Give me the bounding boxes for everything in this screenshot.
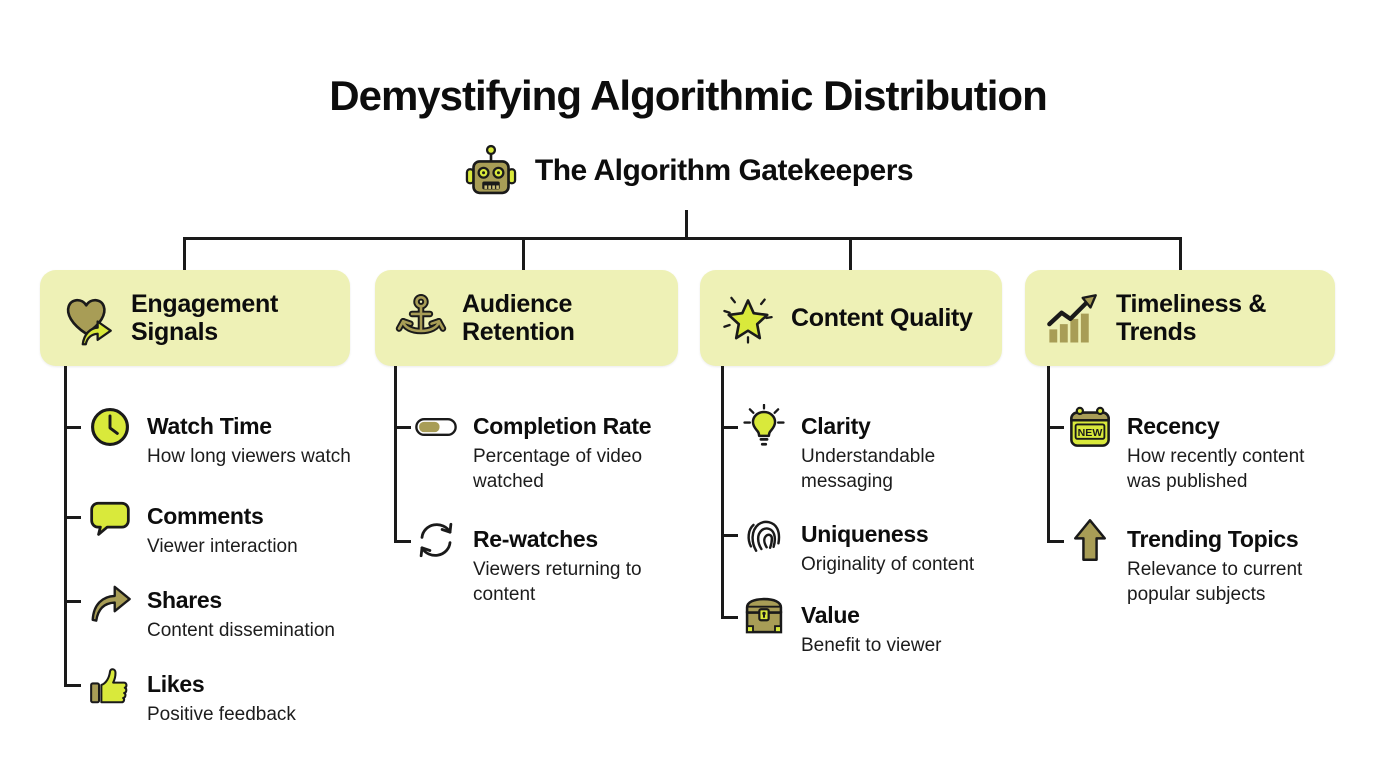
tick-col1-1 [64, 426, 81, 429]
branch-label: Audience Retention [462, 290, 575, 346]
branch-audience-retention: Audience Retention [375, 270, 678, 366]
branch-label: Timeliness & Trends [1116, 290, 1267, 346]
item-trending-topics: Trending Topics Relevance to current pop… [1068, 518, 1339, 608]
stem-col-2 [394, 366, 397, 543]
tick-col2-2 [394, 540, 411, 543]
tick-col1-2 [64, 516, 81, 519]
item-title: Likes [147, 671, 205, 697]
thumbs-up-icon [88, 663, 132, 707]
fingerprint-icon [742, 513, 786, 557]
new-badge-text: NEW [1078, 427, 1103, 439]
share-arrow-icon [88, 579, 132, 623]
branch-content-quality: Content Quality [700, 270, 1002, 366]
page-title: Demystifying Algorithmic Distribution [329, 72, 1047, 120]
tick-col4-2 [1047, 540, 1064, 543]
item-uniqueness: Uniqueness Originality of content [742, 513, 974, 578]
heart-share-icon [60, 290, 116, 346]
star-icon [720, 290, 776, 346]
tick-col4-1 [1047, 426, 1064, 429]
item-description: How long viewers watch [147, 446, 351, 468]
item-title: Re-watches [473, 526, 598, 552]
item-title: Shares [147, 587, 222, 613]
branch-label: Content Quality [791, 304, 973, 332]
trending-chart-icon [1045, 290, 1101, 346]
tick-col3-3 [721, 616, 738, 619]
item-title: Clarity [801, 413, 871, 439]
new-calendar-icon: NEW [1068, 405, 1112, 449]
item-likes: Likes Positive feedback [88, 663, 296, 728]
tick-col2-1 [394, 426, 411, 429]
item-description: Understandable messaging [801, 446, 936, 492]
root-node: The Algorithm Gatekeepers [0, 143, 1376, 199]
item-title: Trending Topics [1127, 526, 1299, 552]
item-description: Content dissemination [147, 620, 335, 642]
up-arrow-icon [1068, 518, 1112, 562]
progress-bar-icon [414, 405, 458, 449]
item-clarity: Clarity Understandable messaging [742, 404, 1006, 495]
anchor-icon [395, 292, 447, 344]
connector-drop-2 [522, 237, 525, 270]
speech-bubble-icon [88, 495, 132, 539]
item-description: Viewers returning to content [473, 559, 642, 605]
item-title: Completion Rate [473, 413, 652, 439]
branch-engagement-signals: Engagement Signals [40, 270, 350, 366]
stem-col-1 [64, 366, 67, 687]
clock-icon [88, 405, 132, 449]
connector-drop-3 [849, 237, 852, 270]
item-shares: Shares Content dissemination [88, 579, 335, 644]
tick-col3-1 [721, 426, 738, 429]
item-title: Comments [147, 503, 264, 529]
item-description: Originality of content [801, 554, 975, 576]
item-description: Positive feedback [147, 704, 296, 726]
connector-drop-1 [183, 237, 186, 270]
tick-col1-4 [64, 684, 81, 687]
item-completion-rate: Completion Rate Percentage of video watc… [414, 405, 668, 495]
branch-label: Engagement Signals [131, 290, 279, 346]
tick-col1-3 [64, 600, 81, 603]
treasure-chest-icon [742, 594, 786, 638]
item-recency: NEW Recency How recently content was pub… [1068, 405, 1339, 495]
tick-col3-2 [721, 534, 738, 537]
item-description: Relevance to current popular subjects [1127, 559, 1303, 605]
connector-root-stem [685, 210, 688, 238]
item-description: Viewer interaction [147, 536, 298, 558]
branch-timeliness-trends: Timeliness & Trends [1025, 270, 1335, 366]
item-description: Benefit to viewer [801, 635, 942, 657]
item-value: Value Benefit to viewer [742, 594, 941, 659]
connector-drop-4 [1179, 237, 1182, 270]
root-label: The Algorithm Gatekeepers [534, 154, 914, 187]
stem-col-3 [721, 366, 724, 619]
item-title: Watch Time [147, 413, 272, 439]
item-description: Percentage of video watched [473, 446, 643, 492]
item-title: Value [801, 602, 860, 628]
item-watch-time: Watch Time How long viewers watch [88, 405, 351, 470]
item-title: Uniqueness [801, 521, 929, 547]
lightbulb-icon [742, 404, 786, 449]
connector-horizontal [183, 237, 1182, 240]
item-title: Recency [1127, 413, 1220, 439]
refresh-arrows-icon [414, 518, 458, 562]
item-description: How recently content was published [1127, 446, 1305, 492]
item-rewatches: Re-watches Viewers returning to content [414, 518, 668, 608]
item-comments: Comments Viewer interaction [88, 495, 298, 560]
robot-icon [463, 143, 519, 199]
stem-col-4 [1047, 366, 1050, 543]
